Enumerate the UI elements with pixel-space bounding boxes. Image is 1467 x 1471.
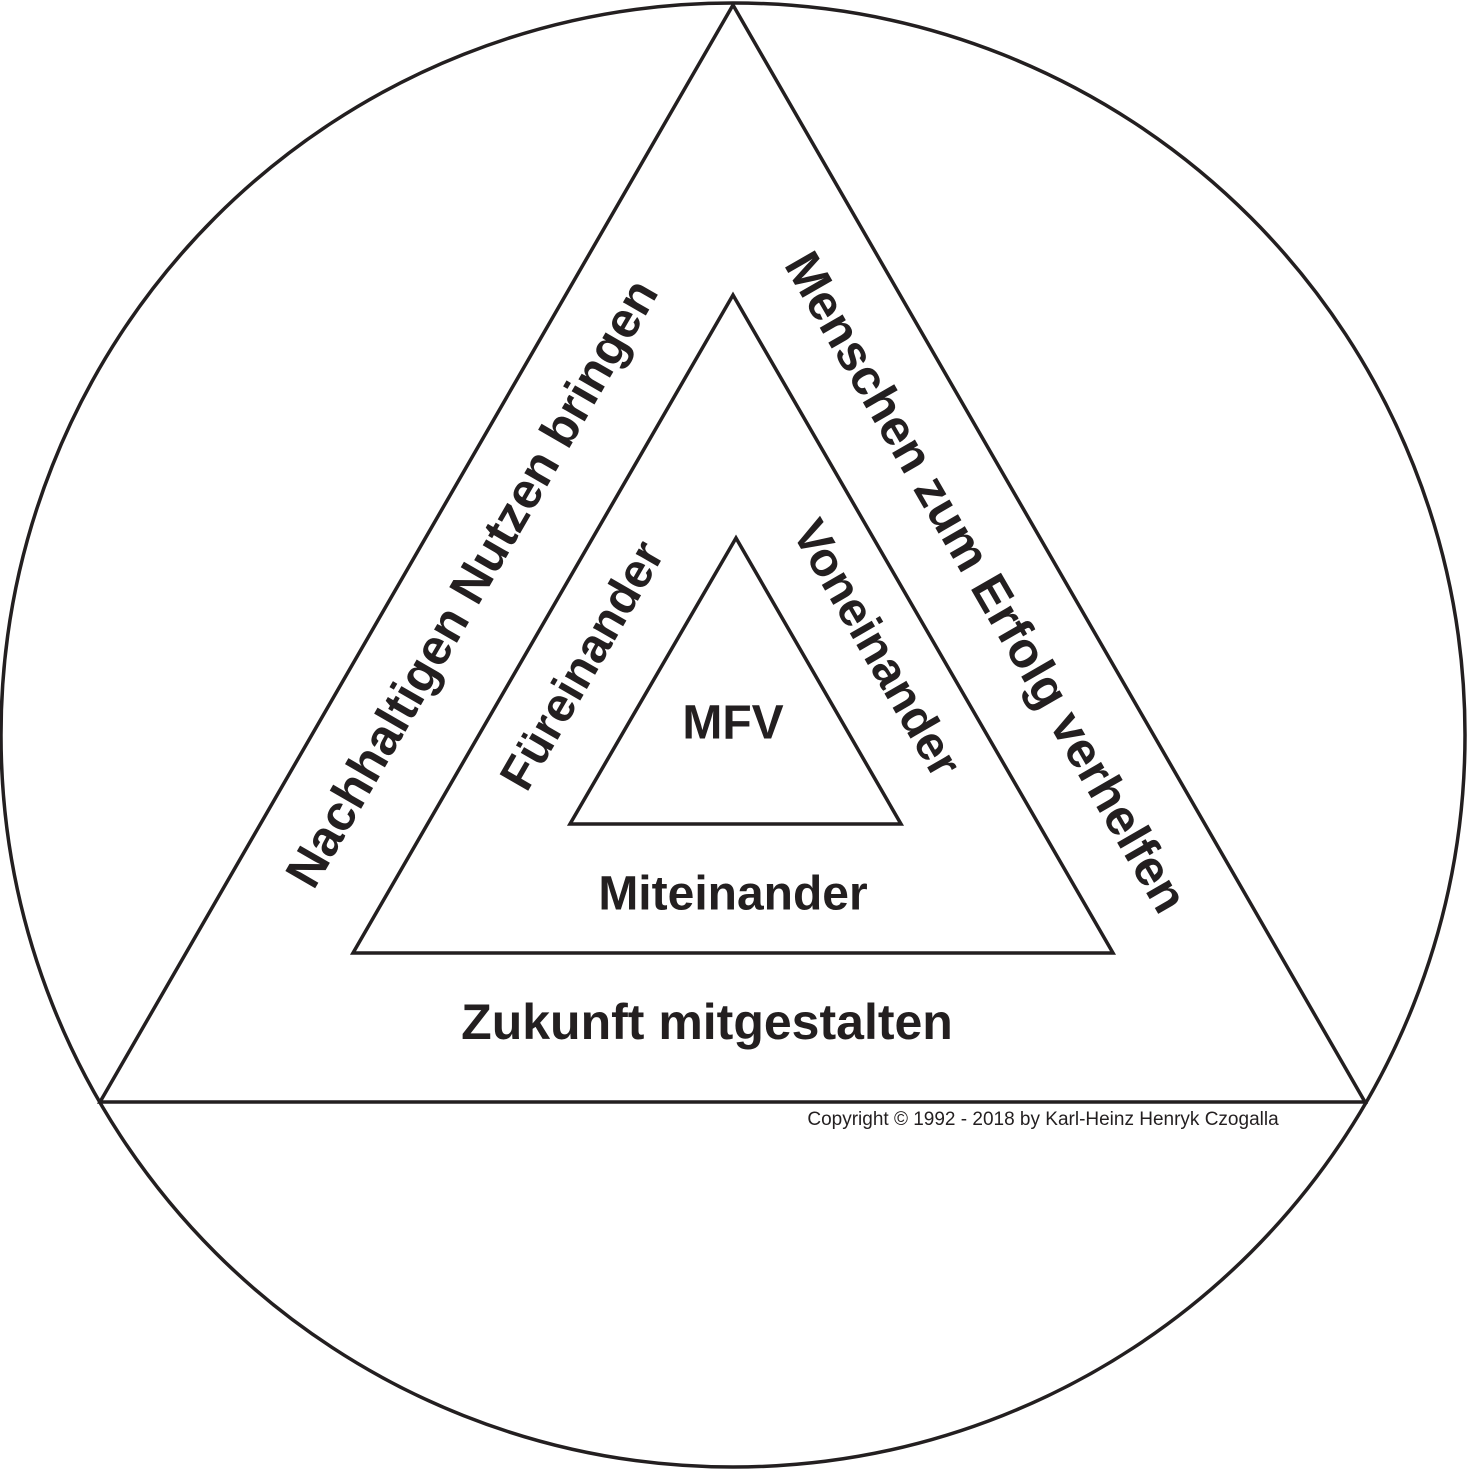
outer-bottom-label: Zukunft mitgestalten bbox=[461, 994, 953, 1050]
copyright-notice: Copyright © 1992 - 2018 by Karl-Heinz He… bbox=[807, 1109, 1279, 1130]
center-label: MFV bbox=[682, 697, 783, 750]
outer-triangle bbox=[96, 1, 1369, 1104]
inner-bottom-label: Miteinander bbox=[598, 868, 867, 921]
inner-triangle bbox=[566, 534, 905, 826]
middle-triangle bbox=[349, 291, 1117, 955]
